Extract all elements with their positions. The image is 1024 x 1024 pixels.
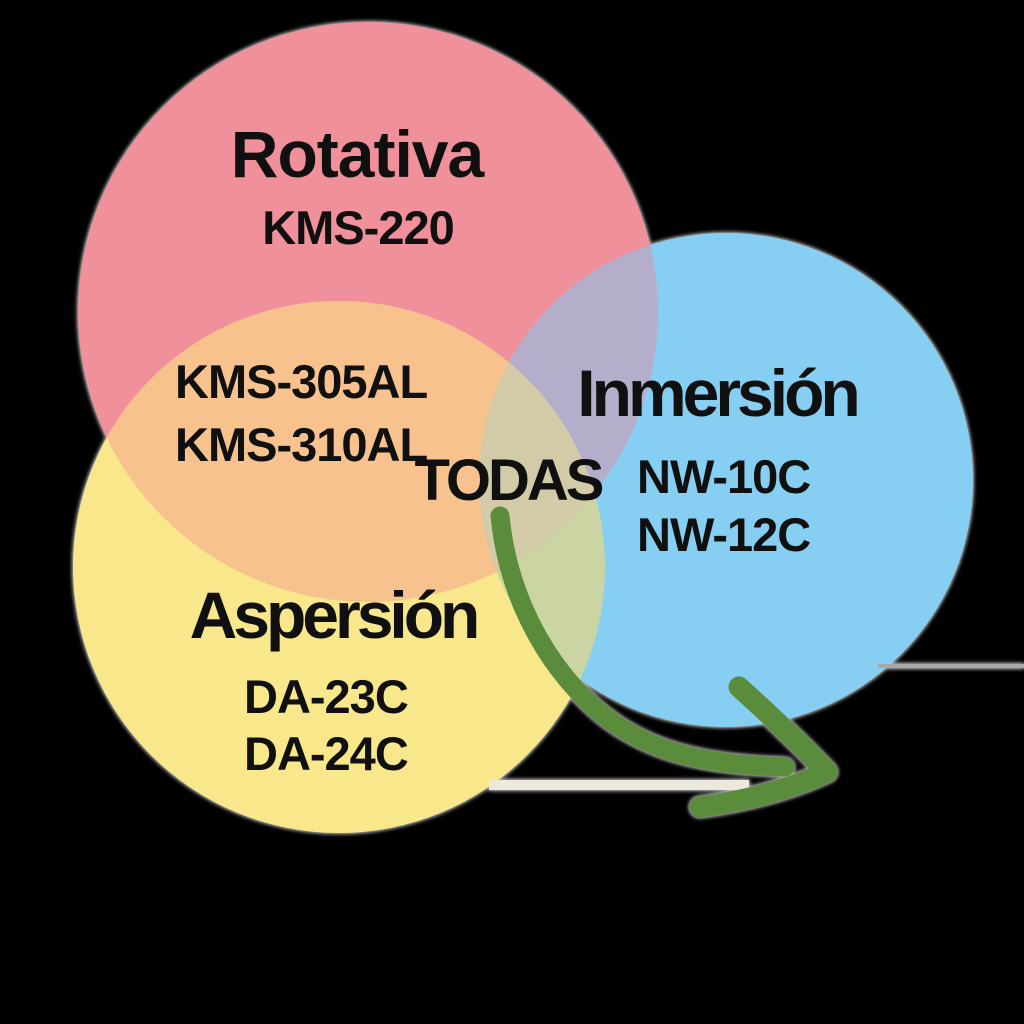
model-kms-310al: KMS-310AL — [175, 418, 428, 471]
model-nw-12c: NW-12C — [637, 508, 811, 561]
overlap-rotativa-aspersion — [78, 301, 605, 602]
stray-line-right — [878, 664, 1024, 668]
model-da-24c: DA-24C — [244, 727, 409, 780]
overlap-rotativa-inmersion — [479, 233, 658, 602]
model-kms-305al: KMS-305AL — [175, 355, 428, 408]
stray-line-bottom — [489, 780, 749, 790]
models-rotativa: KMS-220 — [262, 201, 455, 254]
set-label-inmersion: Inmersión — [577, 356, 860, 430]
models-rotativa-aspersion: KMS-305AL KMS-310AL — [175, 350, 428, 476]
overlap-rotativa-inmersion-fill — [479, 233, 658, 602]
models-aspersion: DA-23C DA-24C — [244, 668, 409, 782]
arrow-icon — [490, 506, 838, 818]
arrow-shaft — [490, 506, 795, 777]
set-label-aspersion: Aspersión — [189, 578, 481, 652]
models-inmersion: NW-10C NW-12C — [637, 448, 811, 564]
arrow-head — [689, 676, 838, 818]
set-label-rotativa: Rotativa — [230, 117, 484, 191]
model-da-23c: DA-23C — [244, 670, 409, 723]
model-nw-10c: NW-10C — [637, 450, 811, 503]
center-label-todas: TODAS — [414, 448, 605, 513]
overlap-rotativa-aspersion-fill — [78, 301, 605, 602]
